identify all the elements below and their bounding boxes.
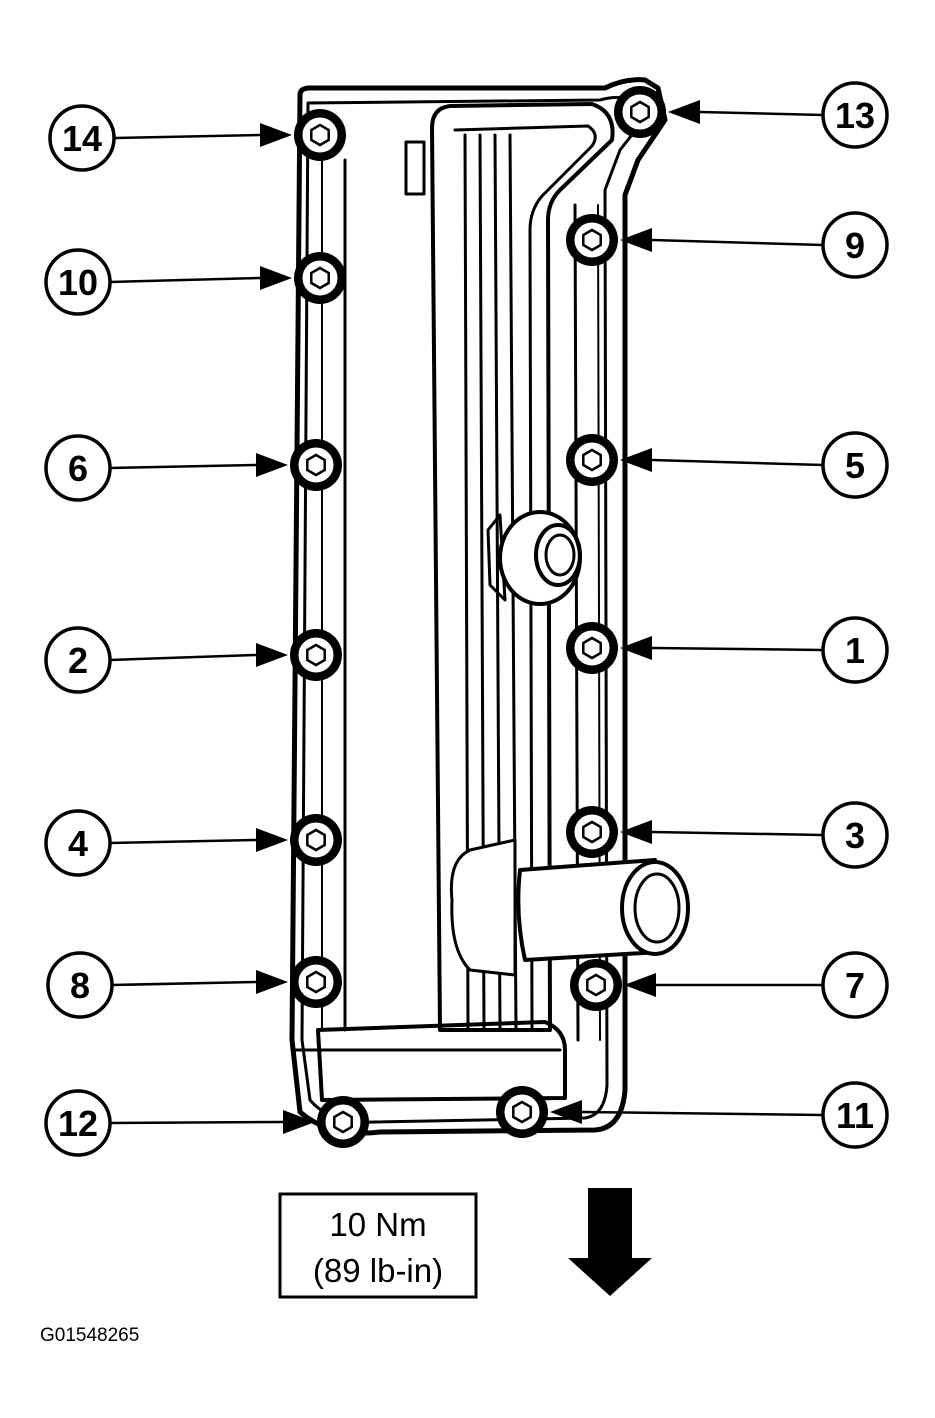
leader-arrowhead — [620, 636, 652, 660]
leader-arrowhead — [256, 828, 288, 852]
leader-line — [109, 838, 257, 845]
bolt-6 — [290, 439, 342, 491]
callout-label: 12 — [58, 1103, 98, 1144]
leader-arrowhead — [256, 970, 288, 994]
bolt-5 — [566, 434, 618, 486]
bolt-12 — [317, 1096, 369, 1148]
callout-3: 3 — [620, 801, 889, 869]
callout-2: 2 — [44, 626, 288, 694]
rear-bottom-block — [316, 1020, 567, 1102]
callout-label: 2 — [68, 640, 88, 681]
center-channel-inner — [453, 124, 597, 1032]
bolt-10 — [294, 252, 346, 304]
callout-label: 5 — [845, 445, 865, 486]
bolt-1 — [566, 622, 618, 674]
callout-label: 3 — [845, 815, 865, 856]
callout-label: 9 — [845, 225, 865, 266]
leader-arrowhead — [620, 228, 652, 252]
callout-label: 6 — [68, 448, 88, 489]
callout-14: 14 — [48, 104, 292, 172]
leader-line — [699, 110, 824, 117]
callout-9: 9 — [620, 211, 889, 279]
callout-8: 8 — [46, 951, 288, 1019]
pcv-tube — [449, 838, 690, 977]
callout-label: 10 — [58, 262, 98, 303]
bolt-7 — [570, 959, 622, 1011]
leader-line — [109, 653, 257, 662]
leader-arrowhead — [620, 448, 652, 472]
figure-id: G01548265 — [40, 1325, 139, 1346]
bolt-9 — [566, 214, 618, 266]
leader-line — [109, 1120, 284, 1125]
callout-label: 13 — [835, 95, 875, 136]
bolt-2 — [290, 629, 342, 681]
callout-10: 10 — [44, 248, 292, 316]
leader-line — [109, 276, 261, 284]
leader-arrowhead — [550, 1100, 582, 1124]
callout-13: 13 — [668, 81, 889, 149]
leader-line — [581, 1110, 824, 1117]
cover-tab — [404, 140, 426, 196]
callout-label: 14 — [62, 118, 102, 159]
callout-11: 11 — [550, 1081, 889, 1149]
callout-12: 12 — [44, 1089, 315, 1157]
leader-arrowhead — [620, 820, 652, 844]
center-channel-outer — [430, 102, 615, 1032]
leader-line — [113, 133, 261, 140]
bolt-8 — [290, 956, 342, 1008]
leader-arrowhead — [260, 266, 292, 290]
bolt-13 — [614, 86, 666, 138]
leader-line — [111, 980, 257, 987]
leader-arrowhead — [260, 123, 292, 147]
leader-line — [651, 646, 824, 652]
bolt-11 — [496, 1086, 548, 1138]
torque-metric: 10 Nm — [329, 1206, 426, 1243]
bolt-group — [290, 86, 666, 1148]
arrow-down-icon — [568, 1188, 652, 1296]
leader-arrowhead — [256, 453, 288, 477]
leader-line — [651, 830, 824, 837]
breather-grommet — [486, 510, 582, 606]
leader-arrowhead — [256, 643, 288, 667]
callout-label: 1 — [845, 630, 865, 671]
callout-1: 1 — [620, 616, 889, 684]
leader-line — [651, 238, 824, 247]
leader-arrowhead — [668, 100, 700, 124]
torque-spec-box: 10 Nm (89 lb-in) — [278, 1192, 478, 1299]
leader-line — [651, 458, 824, 467]
bolt-4 — [290, 814, 342, 866]
leader-line — [109, 463, 257, 470]
leader-arrowhead — [283, 1110, 315, 1134]
callout-7: 7 — [624, 951, 889, 1019]
bolt-14 — [294, 109, 346, 161]
torque-imperial: (89 lb-in) — [313, 1252, 443, 1289]
bolt-3 — [566, 806, 618, 858]
valve-cover-illustration — [289, 77, 690, 1136]
callout-6: 6 — [44, 434, 288, 502]
callout-label: 11 — [836, 1095, 874, 1136]
leader-arrowhead — [624, 973, 656, 997]
callout-4: 4 — [44, 809, 288, 877]
callout-label: 4 — [68, 823, 88, 864]
callout-5: 5 — [620, 431, 889, 499]
callout-label: 8 — [70, 965, 90, 1006]
callout-label: 7 — [845, 965, 865, 1006]
